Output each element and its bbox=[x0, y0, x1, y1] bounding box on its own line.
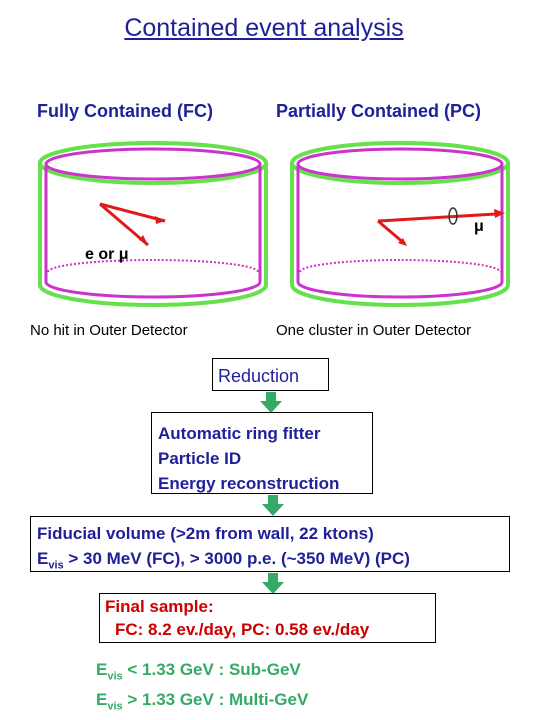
fc-heading: Fully Contained (FC) bbox=[37, 101, 213, 121]
fc-track-arrowhead bbox=[155, 216, 165, 224]
energy-split: Evis < 1.33 GeV : Sub-GeV Evis > 1.33 Ge… bbox=[96, 658, 308, 719]
fiducial-box: Fiducial volume (>2m from wall, 22 ktons… bbox=[30, 516, 510, 572]
down-arrow-1 bbox=[260, 392, 282, 413]
fc-particle-label: e or μ bbox=[85, 246, 129, 263]
page-title: Contained event analysis bbox=[124, 14, 404, 42]
fiducial-line-2: Evis > 30 MeV (FC), > 3000 p.e. (~350 Me… bbox=[37, 549, 410, 572]
pc-inner-detector bbox=[296, 147, 504, 299]
fiducial-line-1: Fiducial volume (>2m from wall, 22 ktons… bbox=[37, 524, 374, 543]
pc-outer-detector bbox=[290, 141, 510, 307]
pc-tracks bbox=[377, 212, 497, 246]
down-arrow-2 bbox=[262, 495, 284, 516]
fc-inner-detector bbox=[44, 147, 262, 299]
pc-track-arrowhead-2 bbox=[398, 238, 407, 246]
multi-gev-row: Evis > 1.33 GeV : Multi-GeV bbox=[96, 690, 309, 713]
fc-outer-detector bbox=[38, 141, 268, 307]
fitter-step-2: Particle ID bbox=[158, 449, 242, 468]
fc-track-arrowhead-2 bbox=[139, 235, 148, 245]
fitter-box: Automatic ring fitter Particle ID Energy… bbox=[151, 412, 373, 494]
down-arrow-3 bbox=[262, 573, 284, 594]
final-line-2: FC: 8.2 ev./day, PC: 0.58 ev./day bbox=[115, 620, 370, 639]
fc-inner-dashed bbox=[47, 259, 259, 273]
final-sample-box: Final sample: FC: 8.2 ev./day, PC: 0.58 … bbox=[99, 593, 436, 643]
reduction-box: Reduction bbox=[212, 358, 329, 391]
pc-track-arrowhead bbox=[494, 209, 505, 218]
fc-tracks bbox=[99, 202, 166, 247]
final-line-1: Final sample: bbox=[105, 597, 214, 616]
od-cluster-marker bbox=[448, 207, 458, 225]
pc-heading: Partially Contained (PC) bbox=[276, 101, 482, 121]
pc-particle-label: μ bbox=[474, 218, 484, 235]
fitter-step-3: Energy reconstruction bbox=[158, 474, 340, 493]
pc-inner-dashed bbox=[299, 259, 501, 273]
pc-caption: One cluster in Outer Detector bbox=[276, 322, 472, 339]
sub-gev-row: Evis < 1.33 GeV : Sub-GeV bbox=[96, 660, 301, 683]
fc-caption: No hit in Outer Detector bbox=[30, 322, 188, 339]
fitter-step-1: Automatic ring fitter bbox=[158, 424, 321, 443]
reduction-label: Reduction bbox=[218, 366, 300, 386]
